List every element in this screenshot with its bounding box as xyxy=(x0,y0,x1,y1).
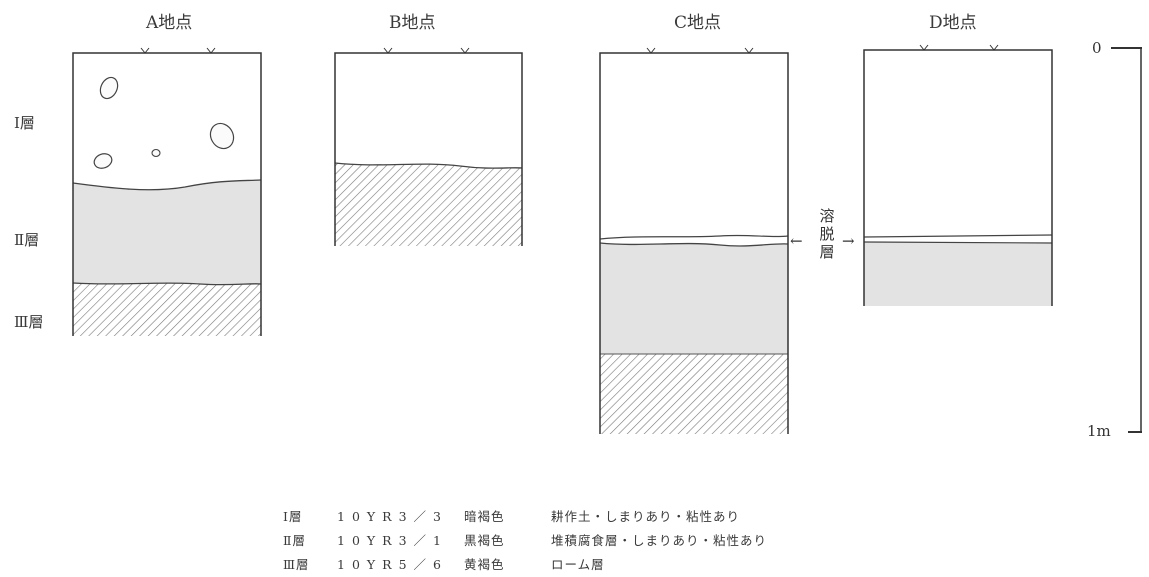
profile-a-layer2 xyxy=(73,180,261,285)
legend-color-name: 暗褐色 xyxy=(464,509,505,524)
profile-c xyxy=(599,47,789,434)
legend-layer: Ⅲ層 xyxy=(283,557,310,572)
profile-d-eluviation xyxy=(863,234,1053,238)
scale-bottom-label: 1m xyxy=(1087,422,1111,440)
profile-c-layer2 xyxy=(600,243,788,354)
legend-layer: Ⅱ層 xyxy=(283,533,306,548)
profile-a xyxy=(72,47,262,336)
legend-code: 10YR5／6 xyxy=(337,557,448,572)
pebble-icons xyxy=(93,76,235,169)
legend-description: 堆積腐食層・しまりあり・粘性あり xyxy=(551,533,768,548)
legend-row: Ⅲ層 10YR5／6 黄褐色 ローム層 xyxy=(283,553,767,577)
eluviation-label: 溶脱層 xyxy=(819,207,835,261)
arrow-left-icon: ← xyxy=(790,232,803,250)
legend: Ⅰ層 10YR3／3 暗褐色 耕作土・しまりあり・粘性あり Ⅱ層 10YR3／1 黒褐色 堆… xyxy=(283,505,767,577)
legend-row: Ⅰ層 10YR3／3 暗褐色 耕作土・しまりあり・粘性あり xyxy=(283,505,767,529)
profile-b-layer3 xyxy=(335,163,522,246)
site-title-a: A地点 xyxy=(146,13,193,33)
legend-code: 10YR3／3 xyxy=(337,509,448,524)
profile-d xyxy=(863,44,1053,306)
profile-c-layer3 xyxy=(600,354,788,434)
layer-label-2: Ⅱ層 xyxy=(14,231,40,249)
legend-color-name: 黄褐色 xyxy=(464,557,505,572)
site-title-b: B地点 xyxy=(389,13,436,33)
layer-label-1: Ⅰ層 xyxy=(14,114,35,132)
arrow-right-icon: → xyxy=(842,232,855,250)
site-title-c: C地点 xyxy=(674,13,722,33)
legend-row: Ⅱ層 10YR3／1 黒褐色 堆積腐食層・しまりあり・粘性あり xyxy=(283,529,767,553)
profile-d-layer2 xyxy=(864,242,1052,306)
layer-label-3: Ⅲ層 xyxy=(14,313,44,331)
site-title-d: D地点 xyxy=(929,13,977,33)
legend-color-name: 黒褐色 xyxy=(464,533,505,548)
legend-description: 耕作土・しまりあり・粘性あり xyxy=(551,509,741,524)
profile-a-layer3 xyxy=(73,283,261,336)
legend-code: 10YR3／1 xyxy=(337,533,448,548)
scale-top-label: 0 xyxy=(1092,39,1102,57)
legend-layer: Ⅰ層 xyxy=(283,509,303,524)
profile-b xyxy=(334,47,523,246)
legend-description: ローム層 xyxy=(551,557,605,572)
profile-c-eluviation xyxy=(599,234,789,240)
depth-scale xyxy=(1111,47,1142,433)
